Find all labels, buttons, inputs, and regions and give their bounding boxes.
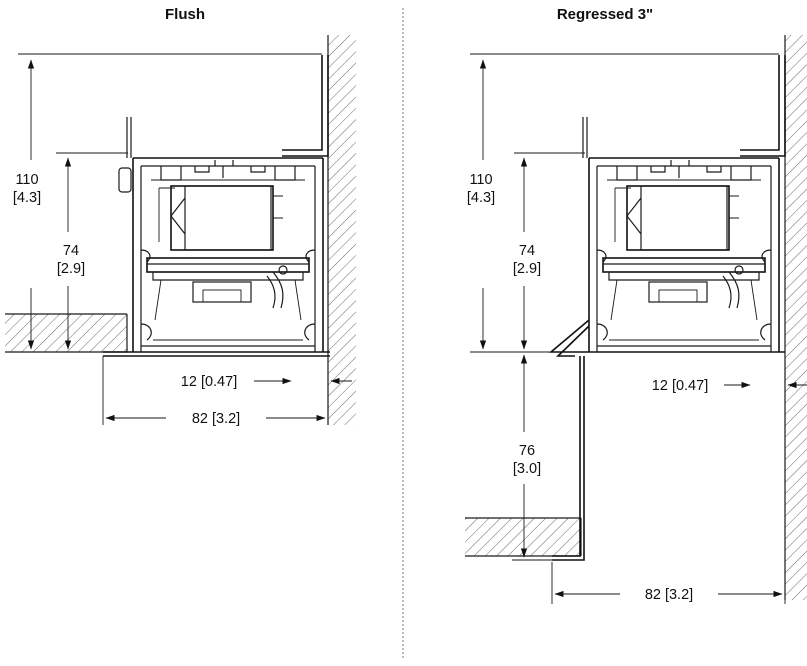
- dim-width-r: 82 [3.2]: [645, 587, 693, 603]
- dim-body-height-r: 74: [519, 243, 535, 259]
- dim-body-height: 74: [63, 243, 79, 259]
- mounting-bracket: [282, 55, 329, 157]
- dim-total-height: 110: [15, 172, 38, 188]
- dim-regress-in: [3.0]: [513, 461, 541, 477]
- ceiling-flush: [5, 313, 128, 353]
- panel-regressed: Regressed 3": [465, 6, 807, 604]
- regress-skirt: [552, 356, 585, 561]
- dim-total-height-in: [4.3]: [13, 190, 41, 206]
- ceiling-regressed: [465, 517, 582, 557]
- fixture-housing-regressed: [588, 157, 780, 353]
- dim-body-height-in-r: [2.9]: [513, 261, 541, 277]
- panel-flush: Flush: [5, 6, 356, 427]
- mounting-bracket-regressed: [740, 55, 786, 157]
- side-plate-regressed: [582, 117, 588, 158]
- dim-offset: 12 [0.47]: [181, 374, 237, 390]
- dim-regress: 76: [519, 443, 535, 459]
- regress-trim: [548, 319, 785, 357]
- panel-title-flush: Flush: [165, 6, 205, 23]
- wall-flush: [327, 35, 356, 425]
- dim-total-height-r: 110: [469, 172, 492, 188]
- fixture-housing-flush: [132, 157, 324, 353]
- dim-body-height-in: [2.9]: [57, 261, 85, 277]
- knob-icon: [118, 167, 132, 193]
- side-plate: [126, 117, 132, 158]
- dimension-lines-regressed: [470, 53, 807, 604]
- dimension-lines-flush: [18, 53, 352, 425]
- dim-offset-r: 12 [0.47]: [652, 378, 708, 394]
- panel-title-regressed: Regressed 3": [557, 6, 653, 23]
- trim-flange-flush: [103, 351, 330, 357]
- dim-width: 82 [3.2]: [192, 411, 240, 427]
- dim-total-height-in-r: [4.3]: [467, 190, 495, 206]
- wall-regressed: [784, 35, 807, 600]
